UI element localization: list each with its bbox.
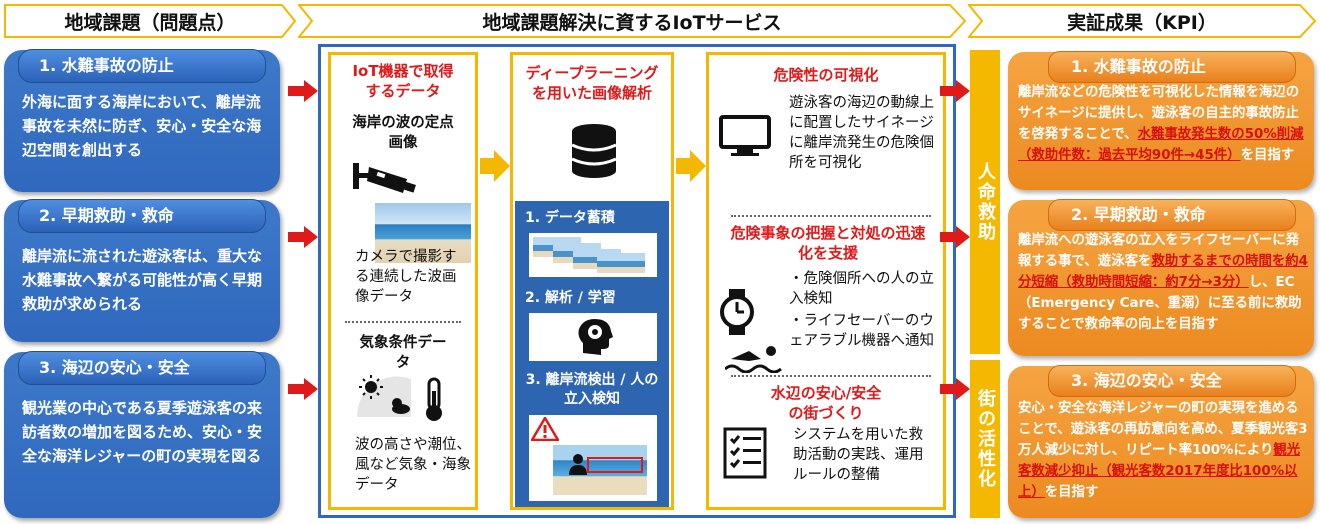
brain-icon xyxy=(575,317,615,361)
result-box-2: 2. 早期救助・救命 離岸流への遊泳客の立入をライフセーバーに発報する事で、遊泳… xyxy=(1008,199,1314,356)
result-title: 1. 水難事故の防止 xyxy=(1048,51,1296,83)
brain-icon-box xyxy=(529,313,657,361)
divider xyxy=(345,321,461,323)
person-icon xyxy=(567,453,589,479)
result-text-post: を目指す xyxy=(1240,148,1295,163)
step-3: 3. 離岸流検出 / 人の立入検知 xyxy=(525,371,659,409)
warning-icon xyxy=(529,415,561,445)
checklist-icon xyxy=(723,427,767,483)
issue-text: 観光業の中心である夏季遊泳客の来訪者数の増加を図るため、安心・安全な海洋レジャー… xyxy=(22,399,263,465)
result-text: 安心・安全な海洋レジャーの町の実現を進めることで、遊泳客の再訪意向を高め、夏季観… xyxy=(1018,398,1308,503)
beach-photo xyxy=(553,445,647,495)
wave-title: 海岸の波の定点画像 xyxy=(352,115,454,151)
result-highlight: 観光客数減少抑止（観光客数2017年度比100%以上） xyxy=(1018,443,1301,500)
watch-icon xyxy=(719,289,755,339)
data-col-title: IoT機器で取得するデータ xyxy=(352,62,454,100)
result-text-post: し、EC（Emergency Care、重溺）に至る前に救助することで救命率の向… xyxy=(1018,275,1302,332)
result-box-3: 3. 海辺の安心・安全 安心・安全な海洋レジャーの町の実現を進めることで、遊泳客… xyxy=(1008,365,1314,518)
stacked-images xyxy=(529,233,657,277)
yellow-arrow-2 xyxy=(676,150,706,182)
weather-text: 波の高さや潮位、風など気象・海象データ xyxy=(355,437,471,493)
thermometer-icon xyxy=(423,377,445,427)
detection-rect xyxy=(587,457,643,473)
side-label-top-text: 人命救助 xyxy=(975,162,996,242)
weather-icon xyxy=(356,373,419,427)
result-text-pre: 離岸流などの危険性を可視化した情報を海辺のサイネージに提供し、遊泳客の自主的事故… xyxy=(1018,85,1300,142)
issue-text: 離岸流に流された遊泳客は、重大な水難事故へ繋がる可能性が高く早期救助が求められる xyxy=(22,247,263,313)
header-right: 実証成果（KPI） xyxy=(968,4,1316,38)
header-center-label: 地域課題解決に資するIoTサービス xyxy=(482,11,782,34)
result-text: 離岸流への遊泳客の立入をライフセーバーに発報する事で、遊泳客を救助するまでの時間… xyxy=(1018,230,1308,335)
result-text-post: を目指す xyxy=(1044,485,1099,500)
red-arrow-4 xyxy=(940,80,970,102)
issue-title: 2. 早期救助・救命 xyxy=(18,199,266,233)
wave-photo xyxy=(375,203,471,263)
red-arrow-2 xyxy=(288,226,318,248)
header-left-label: 地域課題（問題点） xyxy=(64,11,236,34)
divider xyxy=(731,375,931,377)
result-title: 3. 海辺の安心・安全 xyxy=(1048,365,1296,397)
analysis-title: ディープラーニングを用いた画像解析 xyxy=(525,64,659,102)
wave-text: カメラで撮影する連続した波画像データ xyxy=(355,249,457,305)
step-2: 2. 解析 / 学習 xyxy=(525,289,616,308)
swimmer-icon xyxy=(724,345,783,377)
result-title: 2. 早期救助・救命 xyxy=(1048,199,1296,231)
issue-box-3: 3. 海辺の安心・安全 観光業の中心である夏季遊泳客の来訪者数の増加を図るため、… xyxy=(4,351,280,518)
side-label-top: 人命救助 xyxy=(970,50,1000,354)
data-column: IoT機器で取得するデータ 海岸の波の定点画像 カメラで撮影する連続した波画像デ… xyxy=(328,52,478,510)
result-text-pre: 安心・安全な海洋レジャーの町の実現を進めることで、遊泳客の再訪意向を高め、夏季観… xyxy=(1018,401,1308,458)
service-1-text: 遊泳客の海辺の動線上に配置したサイネージに離岸流発生の危険個所を可視化 xyxy=(789,95,934,171)
issue-text: 外海に面する海岸において、離岸流事故を未然に防ぎ、安心・安全な海辺空間を創出する xyxy=(22,93,262,159)
service-frame xyxy=(318,44,956,518)
service-2-item-1: ・危険個所への人の立入検知 xyxy=(789,271,934,307)
result-highlight: 水難事故発生数の50%削減（救助件数：過去平均90件→45件） xyxy=(1018,127,1304,163)
camera-icon xyxy=(353,161,417,207)
result-box-1: 1. 水難事故の防止 離岸流などの危険性を可視化した情報を海辺のサイネージに提供… xyxy=(1008,51,1314,190)
weather-title: 気象条件データ xyxy=(359,335,447,371)
header-center: 地域課題解決に資するIoTサービス xyxy=(298,4,966,38)
service-2-title: 危険事象の把握と対処の迅速化を支援 xyxy=(730,224,926,262)
analysis-column: ディープラーニングを用いた画像解析 1. データ蓄積 2. 解析 / 学習 3.… xyxy=(510,52,674,510)
service-3-title: 水辺の安心/安全の街づくり xyxy=(770,384,882,422)
result-text: 離岸流などの危険性を可視化した情報を海辺のサイネージに提供し、遊泳客の自主的事故… xyxy=(1018,82,1308,166)
service-column: 危険性の可視化 遊泳客の海辺の動線上に配置したサイネージに離岸流発生の危険個所を… xyxy=(706,52,946,510)
service-2-item-2: ・ライフセーバーのウェアラブル機器へ通知 xyxy=(789,313,934,349)
monitor-icon xyxy=(719,115,771,161)
result-text-pre: 離岸流への遊泳客の立入をライフセーバーに発報する事で、遊泳客を xyxy=(1018,233,1300,269)
service-3-text: システムを用いた救助活動の実践、運用ルールの整備 xyxy=(793,427,924,483)
red-arrow-6 xyxy=(940,378,970,400)
service-1-title: 危険性の可視化 xyxy=(773,66,879,84)
analysis-steps-panel: 1. データ蓄積 2. 解析 / 学習 3. 離岸流検出 / 人の立入検知 xyxy=(515,201,669,507)
step-1: 1. データ蓄積 xyxy=(525,209,615,228)
database-icon xyxy=(571,123,617,183)
issue-title: 3. 海辺の安心・安全 xyxy=(18,351,266,385)
result-highlight: 救助するまでの時間を約4分短縮（救助時間短縮：約7分→3分） xyxy=(1018,254,1308,290)
header-right-label: 実証成果（KPI） xyxy=(1067,11,1217,34)
red-arrow-1 xyxy=(288,80,318,102)
issue-box-1: 1. 水難事故の防止 外海に面する海岸において、離岸流事故を未然に防ぎ、安心・安… xyxy=(4,49,280,192)
detection-image-box xyxy=(529,415,657,501)
side-label-bottom: 街の活性化 xyxy=(970,360,1000,518)
side-label-bottom-text: 街の活性化 xyxy=(975,389,996,489)
divider xyxy=(731,215,931,217)
header-left: 地域課題（問題点） xyxy=(4,4,296,38)
issue-box-2: 2. 早期救助・救命 離岸流に流された遊泳客は、重大な水難事故へ繋がる可能性が高… xyxy=(4,199,280,342)
red-arrow-5 xyxy=(940,226,970,248)
red-arrow-3 xyxy=(288,378,318,400)
yellow-arrow-1 xyxy=(480,150,510,182)
issue-title: 1. 水難事故の防止 xyxy=(18,49,266,83)
